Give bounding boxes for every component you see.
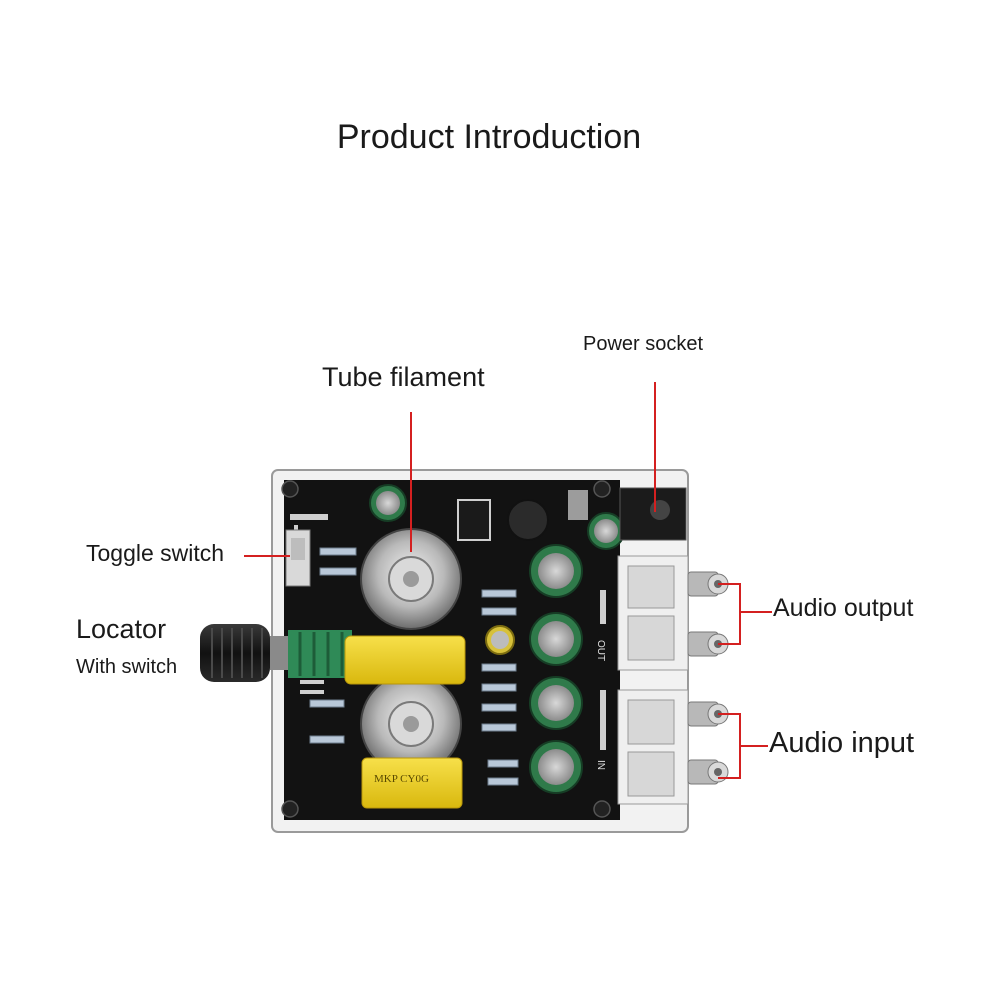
- vacuum-tube-bottom: [360, 673, 462, 775]
- rca-output-2: [687, 631, 729, 657]
- callout-input: [718, 713, 768, 779]
- label-locator: Locator: [76, 614, 167, 644]
- label-tube-filament: Tube filament: [322, 362, 485, 392]
- label-with-switch: With switch: [76, 656, 178, 678]
- label-toggle-switch: Toggle switch: [86, 540, 225, 566]
- label-audio-input: Audio input: [769, 727, 915, 759]
- screw-icons: [281, 480, 611, 818]
- film-capacitor-1: [344, 635, 466, 685]
- label-power-socket: Power socket: [583, 333, 704, 355]
- label-audio-output: Audio output: [773, 594, 914, 622]
- inductor: [507, 499, 549, 541]
- vacuum-tube-top: [360, 528, 462, 630]
- callout-lines: [244, 382, 772, 779]
- film-capacitor-2: [361, 757, 463, 809]
- volume-knob: [200, 624, 288, 682]
- screw-icon: [593, 800, 611, 818]
- screw-icon: [593, 480, 611, 498]
- page-title: Product Introduction: [336, 118, 642, 156]
- regulator: [568, 490, 588, 520]
- rca-input-2: [687, 759, 729, 785]
- rca-output-1: [687, 571, 729, 597]
- in-mark: IN: [595, 760, 606, 770]
- small-capacitors: [369, 484, 625, 655]
- screw-icon: [281, 480, 299, 498]
- electrolytic-capacitors: [529, 544, 583, 794]
- capacitor-marking: MKP CY0G: [374, 773, 429, 785]
- ic-chip: [457, 499, 491, 541]
- rca-connectors: [687, 571, 729, 785]
- out-mark: OUT: [595, 640, 606, 661]
- callout-output: [718, 583, 772, 645]
- screw-icon: [281, 800, 299, 818]
- resistors: [309, 547, 519, 786]
